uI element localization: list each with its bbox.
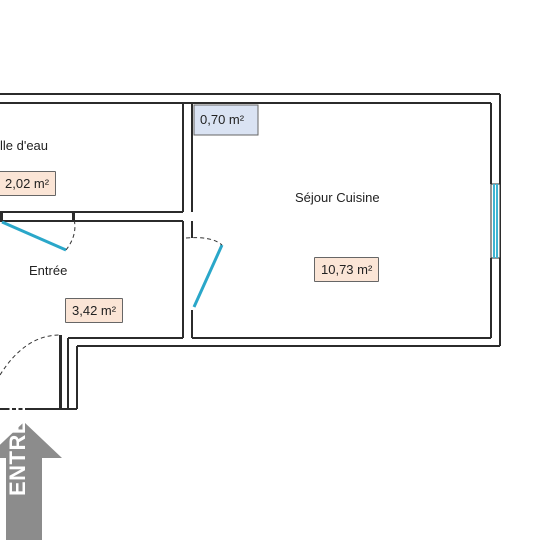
entry-sign-label: ENTRÉE: [5, 403, 30, 496]
entree-label: Entrée: [29, 263, 68, 278]
salle-eau-label: lle d'eau: [0, 138, 49, 153]
door-entrance: [0, 334, 61, 409]
interior-walls: [0, 103, 259, 339]
placard-area: 0,70 m²: [200, 112, 245, 127]
door-sejour: [185, 237, 224, 308]
door-salle-eau: [0, 212, 76, 252]
sejour-area: 10,73 m²: [314, 257, 380, 282]
window: [490, 183, 501, 259]
entrance-arrow-icon: [0, 422, 62, 540]
salle-eau-area: 2,02 m²: [0, 171, 57, 196]
entree-area: 3,42 m²: [65, 298, 124, 323]
outer-walls: [0, 93, 501, 410]
sejour-label: Séjour Cuisine: [295, 190, 380, 205]
